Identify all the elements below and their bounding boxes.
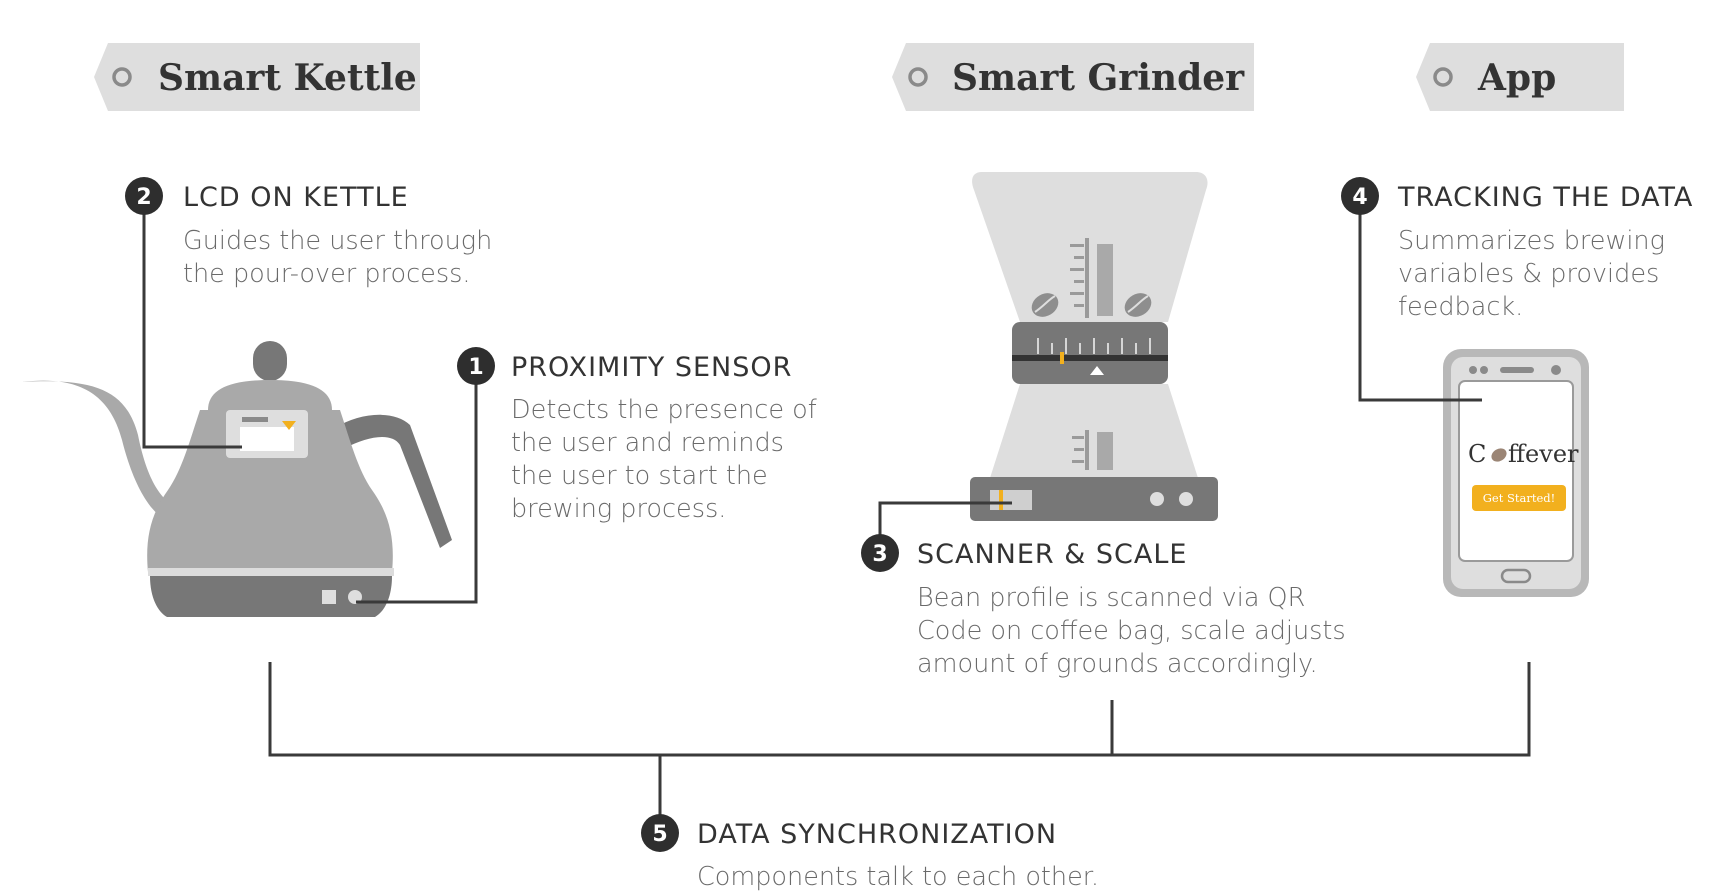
tag-label-app: App — [1477, 57, 1556, 99]
step-2: 2 LCD ON KETTLE Guides the user through … — [125, 177, 492, 289]
step-number: 4 — [1352, 185, 1367, 210]
step-desc-line: Bean profile is scanned via QR — [917, 583, 1305, 613]
step-desc-line: Components talk to each other. — [697, 862, 1099, 892]
step-desc-line: the pour-over process. — [183, 259, 471, 289]
step-title: TRACKING THE DATA — [1397, 182, 1693, 213]
tag-app: App — [1416, 43, 1624, 111]
phone-screen — [1459, 381, 1573, 561]
step-desc-line: Summarizes brewing — [1398, 226, 1665, 256]
grinder-illustration — [970, 172, 1218, 521]
app-brand-c: C — [1468, 440, 1486, 468]
step-desc-line: brewing process. — [511, 494, 726, 524]
step-4: 4 TRACKING THE DATA Summarizes brewing v… — [1341, 177, 1693, 322]
get-started-label: Get Started! — [1483, 491, 1556, 505]
step-desc-line: the user and reminds — [511, 428, 784, 458]
tag-label-kettle: Smart Kettle — [158, 57, 417, 99]
tag-label-grinder: Smart Grinder — [952, 57, 1245, 99]
phone-illustration: C ffever Get Started! — [1443, 349, 1589, 597]
step-5: 5 DATA SYNCHRONIZATION Components talk t… — [641, 814, 1099, 892]
step-1: 1 PROXIMITY SENSOR Detects the presence … — [457, 347, 817, 524]
step-number: 1 — [468, 355, 483, 380]
get-started-button[interactable]: Get Started! — [1472, 485, 1566, 511]
step-title: LCD ON KETTLE — [183, 182, 409, 213]
step-desc-line: the user to start the — [511, 461, 768, 491]
tag-smart-grinder: Smart Grinder — [892, 43, 1254, 111]
step-desc-line: Detects the presence of — [511, 395, 817, 425]
step-number: 3 — [872, 542, 887, 567]
step-desc-line: Guides the user through — [183, 226, 492, 256]
kettle-illustration — [22, 341, 452, 617]
step-title: SCANNER & SCALE — [917, 539, 1187, 570]
app-brand-name: ffever — [1508, 440, 1579, 468]
step-number: 5 — [652, 822, 667, 847]
step-desc-line: amount of grounds accordingly. — [917, 649, 1318, 679]
step-desc-line: Code on coffee bag, scale adjusts — [917, 616, 1346, 646]
step-desc-line: feedback. — [1398, 292, 1523, 322]
tag-smart-kettle: Smart Kettle — [94, 43, 420, 111]
step-title: PROXIMITY SENSOR — [511, 352, 792, 383]
step-3: 3 SCANNER & SCALE Bean profile is scanne… — [861, 534, 1346, 679]
step-title: DATA SYNCHRONIZATION — [697, 819, 1057, 850]
step-number: 2 — [136, 185, 151, 210]
step-desc-line: variables & provides — [1398, 259, 1659, 289]
